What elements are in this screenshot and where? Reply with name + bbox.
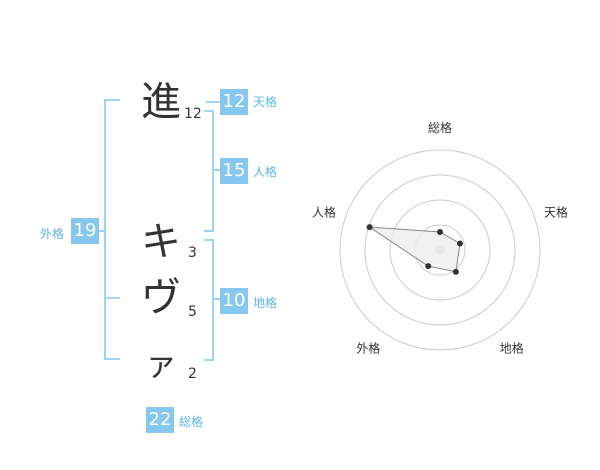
stroke-count-3: 5 [188, 304, 197, 320]
gaikaku-inner-tick [106, 297, 120, 299]
stroke-count-2: 3 [188, 245, 197, 261]
tenkaku-connector [206, 101, 220, 103]
name-char-4: ァ [144, 345, 177, 383]
radar-axis-label-1: 総格 [428, 120, 452, 135]
gaikaku-connector [98, 230, 106, 232]
radar-rings [339, 149, 541, 351]
radar-axis-label-4: 外格 [356, 341, 380, 356]
tenkaku-label: 天格 [253, 95, 278, 109]
radar-point-5 [366, 224, 373, 231]
radar-axis-label-5: 人格 [312, 204, 336, 219]
radar-axis-label-3: 地格 [500, 341, 524, 356]
chikaku-label: 地格 [253, 296, 278, 310]
jinkaku-label: 人格 [253, 165, 278, 179]
jinkaku-connector [213, 169, 221, 171]
stroke-count-1: 12 [184, 106, 202, 122]
jinkaku-score-badge: 15 [220, 158, 248, 184]
tenkaku-score-badge: 12 [220, 89, 248, 115]
chikaku-connector [213, 298, 221, 300]
chikaku-bracket [204, 239, 214, 361]
name-char-3: ヴ [141, 275, 181, 321]
chikaku-score-badge: 10 [220, 288, 248, 314]
gaikaku-score-badge: 19 [71, 218, 99, 244]
jinkaku-bracket [204, 110, 214, 232]
radar-ring-2 [389, 199, 491, 301]
name-char-2: キ [141, 219, 181, 265]
radar-data-polygon [367, 226, 461, 273]
radar-point-1 [437, 229, 443, 235]
radar-axis-label-2: 天格 [544, 204, 568, 219]
stroke-count-4: 2 [188, 366, 197, 382]
radar-point-2 [456, 240, 463, 247]
radar-data-points [366, 224, 463, 275]
radar-ring-3 [364, 174, 516, 326]
radar-ring-4 [339, 149, 541, 351]
radar-point-3 [452, 268, 459, 275]
gaikaku-bracket [104, 99, 120, 360]
soukaku-score-badge: 22 [146, 407, 174, 433]
gaikaku-label: 外格 [40, 227, 65, 241]
name-char-1: 進 [141, 79, 181, 125]
soukaku-label: 総格 [179, 415, 204, 429]
radar-point-4 [425, 263, 432, 270]
